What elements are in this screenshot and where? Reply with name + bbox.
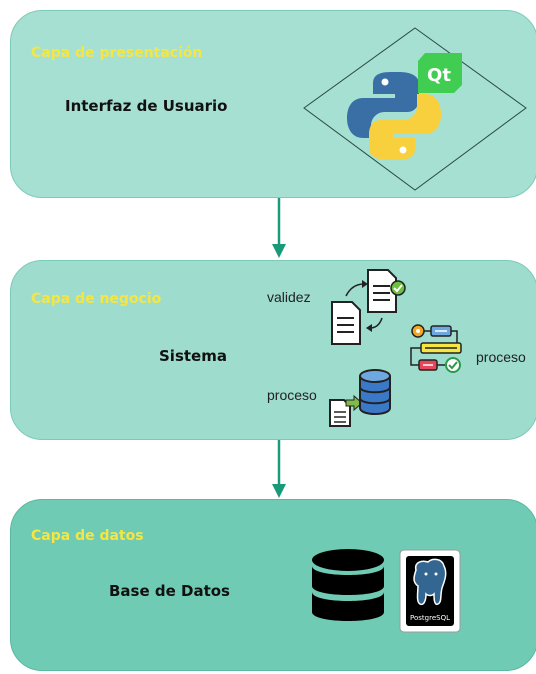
layer-label: Base de Datos — [109, 582, 230, 600]
layer-label: Sistema — [159, 347, 227, 365]
database-process-icon — [329, 369, 391, 427]
ui-diagram-diamond — [303, 27, 527, 191]
layer-title: Capa de presentación — [31, 45, 203, 61]
flow-arrow — [272, 440, 286, 498]
validity-label: validez — [267, 289, 311, 305]
python-logo-icon — [347, 72, 441, 160]
process-label-right: proceso — [476, 349, 526, 365]
postgresql-logo-icon: PostgreSQL — [399, 549, 461, 633]
database-icon — [359, 369, 391, 415]
business-layer: Capa de negocio Sistema — [10, 260, 536, 440]
process-label-left: proceso — [267, 387, 317, 403]
qt-logo-icon: Qt — [418, 53, 462, 93]
layer-title: Capa de negocio — [31, 291, 162, 307]
database-icon — [312, 549, 384, 621]
presentation-layer: Capa de presentación Interfaz de Usuario — [10, 10, 536, 198]
layer-title: Capa de datos — [31, 528, 144, 544]
postgres-logo-text: PostgreSQL — [410, 614, 450, 622]
qt-logo-text: Qt — [427, 65, 451, 86]
layer-label: Interfaz de Usuario — [65, 97, 228, 115]
checked-document-icon — [331, 269, 406, 345]
workflow-icon — [410, 324, 462, 373]
flow-arrow — [272, 198, 286, 258]
